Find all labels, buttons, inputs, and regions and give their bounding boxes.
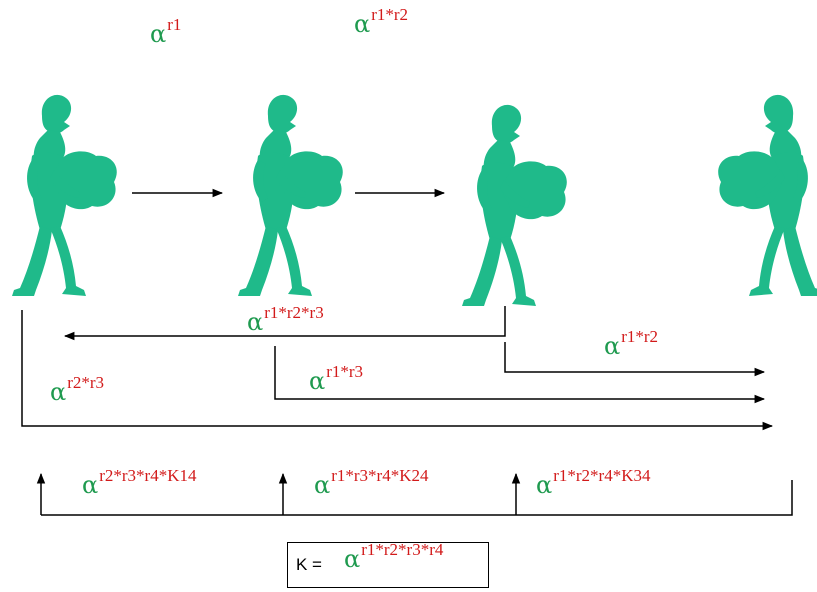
label-alpha-r1r2-path: αr1*r2 <box>604 328 658 360</box>
label-alpha-r1: αr1 <box>150 16 181 48</box>
exponent: r1*r2*r4*K34 <box>553 466 651 485</box>
label-alpha-k34: αr1*r2*r4*K34 <box>536 467 650 499</box>
alpha-symbol: α <box>344 545 361 573</box>
alpha-symbol: α <box>604 332 621 360</box>
person-1 <box>12 94 117 297</box>
label-alpha-r2r3: αr2*r3 <box>50 374 104 406</box>
label-alpha-r1r2-top: αr1*r2 <box>354 6 408 38</box>
label-alpha-r1r2r3: αr1*r2*r3 <box>247 304 324 336</box>
k-definition-box: K = αr1*r2*r3*r4 <box>287 541 489 588</box>
k-label: K = <box>296 555 322 574</box>
k-expression: αr1*r2*r3*r4 <box>344 541 443 573</box>
exponent: r2*r3*r4*K14 <box>99 466 197 485</box>
person-2 <box>238 94 343 297</box>
exponent: r1 <box>167 15 182 34</box>
exponent: r1*r2 <box>621 327 659 346</box>
exponent: r2*r3 <box>67 373 105 392</box>
label-alpha-k24: αr1*r3*r4*K24 <box>314 467 428 499</box>
alpha-symbol: α <box>314 471 331 499</box>
alpha-symbol: α <box>354 10 371 38</box>
path-p3-to-p1 <box>63 306 506 341</box>
alpha-symbol: α <box>309 367 326 395</box>
exponent: r1*r3 <box>326 362 364 381</box>
person-4 <box>718 94 817 297</box>
alpha-symbol: α <box>50 378 67 406</box>
alpha-symbol: α <box>536 471 553 499</box>
exponent: r1*r3*r4*K24 <box>331 466 429 485</box>
return-line <box>41 480 793 516</box>
exponent: r1*r2*r3*r4 <box>361 540 444 559</box>
alpha-symbol: α <box>150 20 167 48</box>
exponent: r1*r2 <box>371 5 409 24</box>
person-3 <box>462 104 567 307</box>
path-p1-to-p4 <box>21 310 774 431</box>
exponent: r1*r2*r3 <box>264 303 324 322</box>
alpha-symbol: α <box>247 308 264 336</box>
label-alpha-r1r3: αr1*r3 <box>309 363 363 395</box>
label-alpha-k14: αr2*r3*r4*K14 <box>82 467 196 499</box>
path-p3-to-p4 <box>504 342 766 377</box>
alpha-symbol: α <box>82 471 99 499</box>
path-p2-to-p4 <box>274 346 766 404</box>
